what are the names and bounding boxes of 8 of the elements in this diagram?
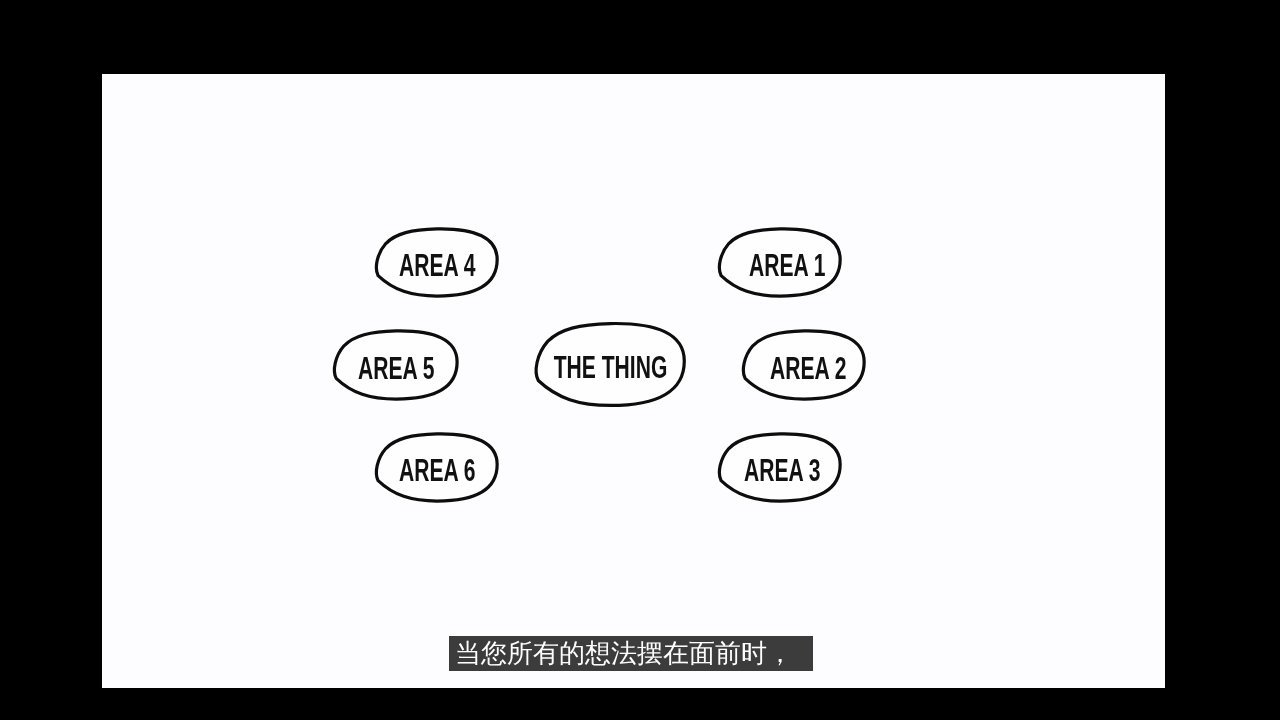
bubble-label: AREA 1 <box>748 250 826 281</box>
bubble-label: AREA 4 <box>398 250 476 281</box>
bubble-label: AREA 5 <box>357 352 435 384</box>
bubble-label: AREA 2 <box>769 352 847 384</box>
bubble-label: AREA 3 <box>743 455 821 486</box>
bubble-label: AREA 6 <box>398 455 476 486</box>
bubble-label: THE THING <box>553 352 668 383</box>
subtitle: 当您所有的想法摆在面前时， <box>449 636 813 671</box>
